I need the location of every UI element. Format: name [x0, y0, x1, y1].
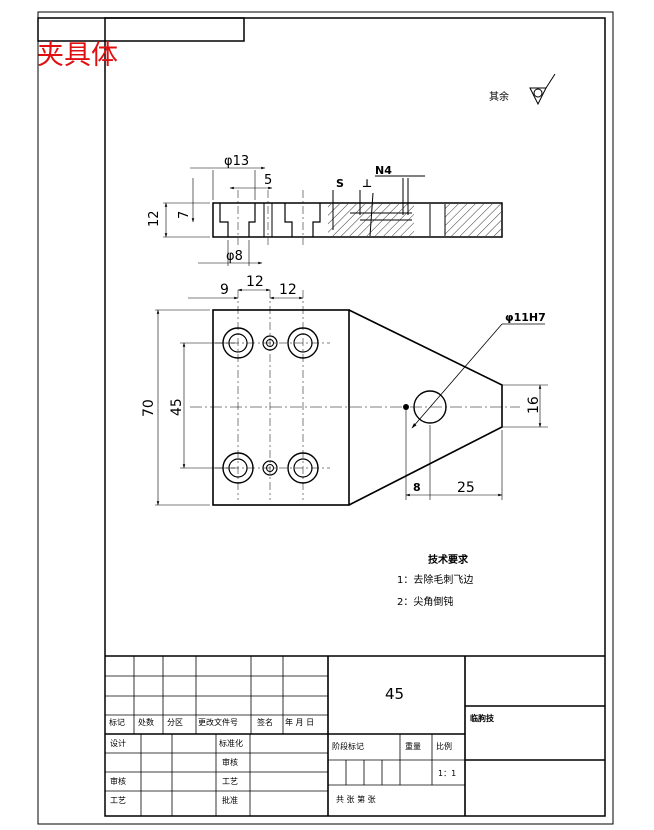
svg-text:45: 45 — [385, 685, 404, 703]
svg-text:审核: 审核 — [222, 757, 238, 767]
svg-text:分区: 分区 — [167, 718, 183, 727]
svg-text:⊥: ⊥ — [362, 177, 372, 190]
svg-text:N4: N4 — [375, 164, 392, 177]
svg-text:其余: 其余 — [489, 90, 509, 103]
svg-text:共 张 第 张: 共 张 第 张 — [336, 794, 376, 804]
svg-text:更改文件号: 更改文件号 — [198, 717, 238, 727]
svg-text:1：1: 1：1 — [438, 769, 456, 778]
svg-text:S: S — [336, 177, 344, 190]
svg-text:25: 25 — [457, 480, 475, 496]
svg-text:工艺: 工艺 — [110, 796, 126, 805]
svg-text:签名: 签名 — [257, 717, 273, 727]
svg-text:年 月 日: 年 月 日 — [285, 717, 314, 727]
svg-text:φ8: φ8 — [226, 249, 243, 264]
svg-text:8: 8 — [413, 481, 421, 494]
title-block — [105, 655, 605, 816]
svg-text:处数: 处数 — [138, 717, 154, 727]
svg-text:工艺: 工艺 — [222, 777, 238, 786]
technical-requirements: 技术要求 1：去除毛刺飞边 2：尖角倒钝 — [397, 553, 473, 608]
svg-text:φ11H7: φ11H7 — [505, 311, 546, 324]
svg-text:45: 45 — [169, 398, 185, 416]
surface-roughness-note: 其余 — [489, 73, 556, 106]
svg-text:设计: 设计 — [110, 738, 126, 748]
svg-text:比例: 比例 — [436, 741, 452, 751]
title-block-text: 标记 处数 分区 更改文件号 签名 年 月 日 设计 标准化 审核 审核 工艺 … — [109, 685, 495, 805]
outer-frame — [37, 11, 614, 825]
svg-text:批准: 批准 — [222, 795, 238, 805]
inner-border — [104, 17, 606, 817]
svg-text:12: 12 — [246, 274, 264, 290]
section-view: φ13 5 φ8 12 7 S ⊥ N4 — [147, 154, 503, 266]
svg-text:临朐技: 临朐技 — [470, 713, 495, 723]
svg-text:标记: 标记 — [109, 717, 125, 727]
svg-text:审核: 审核 — [110, 776, 126, 786]
svg-text:2：尖角倒钝: 2：尖角倒钝 — [397, 595, 453, 608]
svg-text:标准化: 标准化 — [219, 738, 243, 748]
svg-text:阶段标记: 阶段标记 — [332, 741, 364, 751]
plan-view: 9 12 12 70 45 φ11H7 16 8 25 — [141, 274, 548, 506]
svg-text:重量: 重量 — [405, 741, 421, 751]
svg-text:70: 70 — [141, 399, 157, 417]
svg-text:7: 7 — [177, 211, 192, 219]
code-box — [37, 17, 245, 42]
title-stamp: 夹具体 — [37, 40, 118, 71]
svg-text:16: 16 — [526, 396, 542, 414]
svg-text:12: 12 — [279, 282, 297, 298]
svg-text:12: 12 — [147, 210, 162, 227]
svg-text:φ13: φ13 — [224, 154, 249, 169]
svg-text:技术要求: 技术要求 — [428, 553, 469, 566]
svg-text:5: 5 — [264, 173, 272, 188]
svg-text:9: 9 — [220, 282, 229, 298]
svg-text:1：去除毛刺飞边: 1：去除毛刺飞边 — [397, 573, 473, 586]
